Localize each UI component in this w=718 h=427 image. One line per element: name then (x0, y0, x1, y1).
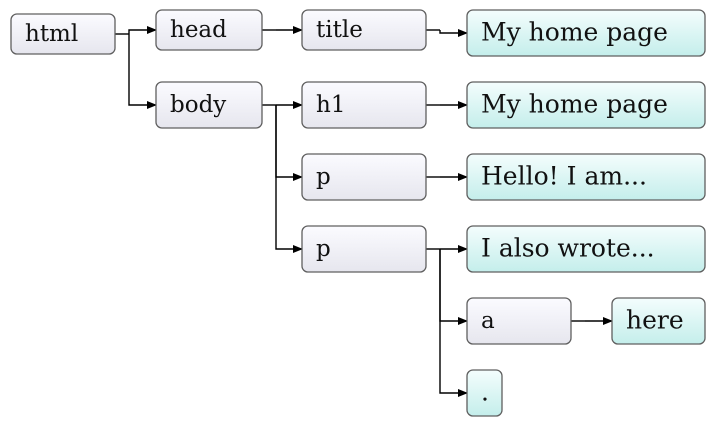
node-box (611, 297, 706, 345)
edge-html-to-head (128, 26, 157, 34)
node-box (466, 297, 572, 345)
node-label: p (316, 236, 331, 262)
node-a_t: here (611, 297, 706, 345)
node-box (466, 225, 706, 273)
node-box (466, 153, 706, 201)
node-label: Hello! I am... (481, 162, 647, 191)
node-label: h1 (316, 92, 345, 118)
node-box (10, 13, 116, 55)
node-p1: p (301, 153, 427, 201)
node-box (301, 81, 427, 129)
node-p2_t: I also wrote... (466, 225, 706, 273)
node-dot: . (466, 369, 503, 417)
node-label: I also wrote... (481, 234, 655, 263)
node-label: . (481, 378, 489, 407)
node-h1: h1 (301, 81, 427, 129)
node-p2: p (301, 225, 427, 273)
node-label: here (626, 306, 684, 335)
node-box (301, 225, 427, 273)
node-h1_t: My home page (466, 81, 706, 129)
node-label: head (170, 17, 227, 43)
edge-body-to-p1 (275, 105, 303, 181)
node-box (301, 153, 427, 201)
node-a: a (466, 297, 572, 345)
node-label: My home page (481, 90, 668, 119)
edges-layer (115, 26, 613, 397)
node-label: My home page (481, 18, 668, 47)
node-box (466, 81, 706, 129)
node-html: html (10, 13, 116, 55)
edge-p2-to-a (439, 249, 468, 325)
node-p1_t: Hello! I am... (466, 153, 706, 201)
node-label: title (316, 17, 363, 43)
node-box (466, 9, 706, 57)
node-label: p (316, 164, 331, 190)
node-title_t: My home page (466, 9, 706, 57)
node-box (155, 9, 263, 51)
node-box (155, 81, 263, 129)
node-label: a (481, 308, 495, 334)
edge-body-to-p2 (275, 105, 303, 253)
edge-title-to-title_t (439, 29, 468, 37)
node-label: body (170, 92, 226, 118)
edge-p2-to-dot (439, 249, 468, 397)
node-box (466, 369, 503, 417)
node-head: head (155, 9, 263, 51)
nodes-layer: html head title My home page body h1 My home p… (10, 9, 706, 417)
node-title: title (301, 9, 427, 51)
node-box (301, 9, 427, 51)
node-label: html (25, 21, 78, 47)
edge-html-to-body (128, 34, 157, 109)
node-body: body (155, 81, 263, 129)
